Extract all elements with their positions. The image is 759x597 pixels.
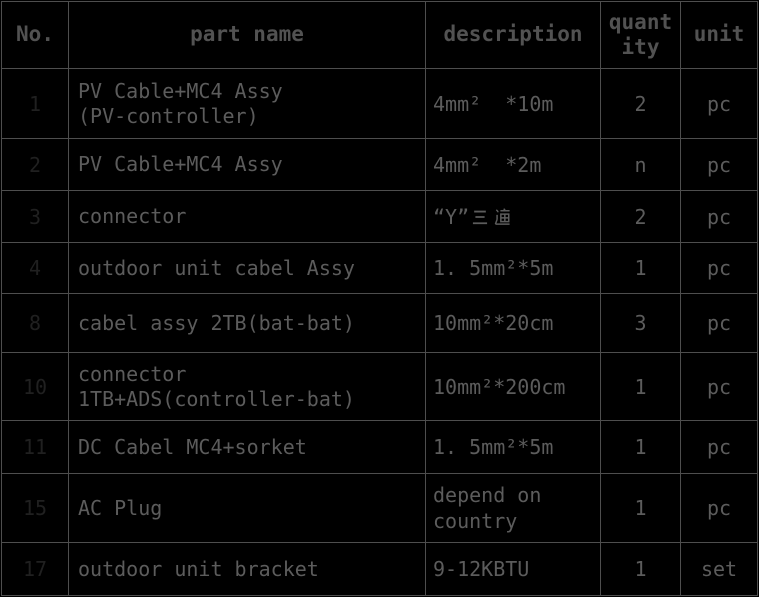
unit-cell: pc — [680, 68, 758, 139]
description-cell: 10mm²*200cm — [425, 352, 601, 421]
cjk-tong-glyph — [494, 207, 510, 225]
table-row: 15 AC Plug depend on country 1 pc — [1, 473, 758, 543]
column-header-description: description — [425, 1, 601, 69]
column-header-quantity: quant ity — [600, 1, 681, 69]
quantity-cell: 1 — [600, 542, 681, 596]
description-cell: 4mm² *10m — [425, 68, 601, 139]
table-row: 17 outdoor unit bracket 9-12KBTU 1 set — [1, 542, 758, 596]
unit-cell: pc — [680, 352, 758, 421]
description-cell: “Y” — [425, 190, 601, 243]
part-name-cell: connector — [68, 190, 426, 243]
part-name-cell: outdoor unit cabel Assy — [68, 242, 426, 294]
table-row: 2 PV Cable+MC4 Assy 4mm² *2m n pc — [1, 138, 758, 191]
unit-cell: set — [680, 542, 758, 596]
description-cell: 1. 5mm²*5m — [425, 242, 601, 294]
column-header-part-name: part name — [68, 1, 426, 69]
table-row: 1 PV Cable+MC4 Assy (PV-controller) 4mm²… — [1, 68, 758, 139]
unit-cell: pc — [680, 242, 758, 294]
quantity-cell: 1 — [600, 352, 681, 421]
cjk-san-glyph — [473, 210, 488, 224]
part-name-cell: PV Cable+MC4 Assy (PV-controller) — [68, 68, 426, 139]
part-name-cell: outdoor unit bracket — [68, 542, 426, 596]
table-row: 3 connector “Y” 2 pc — [1, 190, 758, 243]
column-header-no: No. — [1, 1, 69, 69]
description-cell: 1. 5mm²*5m — [425, 420, 601, 474]
row-number-cell: 10 — [1, 352, 69, 421]
part-name-cell: cabel assy 2TB(bat-bat) — [68, 293, 426, 353]
part-name-cell: PV Cable+MC4 Assy — [68, 138, 426, 191]
row-number-cell: 2 — [1, 138, 69, 191]
row-number-cell: 3 — [1, 190, 69, 243]
row-number-cell: 1 — [1, 68, 69, 139]
description-cell: 9-12KBTU — [425, 542, 601, 596]
quantity-cell: 2 — [600, 68, 681, 139]
unit-cell: pc — [680, 473, 758, 543]
unit-cell: pc — [680, 138, 758, 191]
quantity-cell: 2 — [600, 190, 681, 243]
table-row: 11 DC Cabel MC4+sorket 1. 5mm²*5m 1 pc — [1, 420, 758, 474]
part-name-cell: connector 1TB+ADS(controller-bat) — [68, 352, 426, 421]
row-number-cell: 4 — [1, 242, 69, 294]
unit-cell: pc — [680, 420, 758, 474]
table-row: 8 cabel assy 2TB(bat-bat) 10mm²*20cm 3 p… — [1, 293, 758, 353]
table-row: 10 connector 1TB+ADS(controller-bat) 10m… — [1, 352, 758, 421]
description-cell: 4mm² *2m — [425, 138, 601, 191]
quantity-cell: 1 — [600, 473, 681, 543]
table-row: 4 outdoor unit cabel Assy 1. 5mm²*5m 1 p… — [1, 242, 758, 294]
description-cell: 10mm²*20cm — [425, 293, 601, 353]
quantity-cell: 3 — [600, 293, 681, 353]
unit-cell: pc — [680, 293, 758, 353]
quantity-cell: 1 — [600, 420, 681, 474]
header-row: No. part name description quant ity unit — [1, 1, 758, 69]
row-number-cell: 15 — [1, 473, 69, 543]
row-number-cell: 8 — [1, 293, 69, 353]
unit-cell: pc — [680, 190, 758, 243]
quantity-cell: 1 — [600, 242, 681, 294]
row-number-cell: 11 — [1, 420, 69, 474]
part-name-cell: AC Plug — [68, 473, 426, 543]
column-header-unit: unit — [680, 1, 758, 69]
part-name-cell: DC Cabel MC4+sorket — [68, 420, 426, 474]
description-cell: depend on country — [425, 473, 601, 543]
quantity-cell: n — [600, 138, 681, 191]
row-number-cell: 17 — [1, 542, 69, 596]
